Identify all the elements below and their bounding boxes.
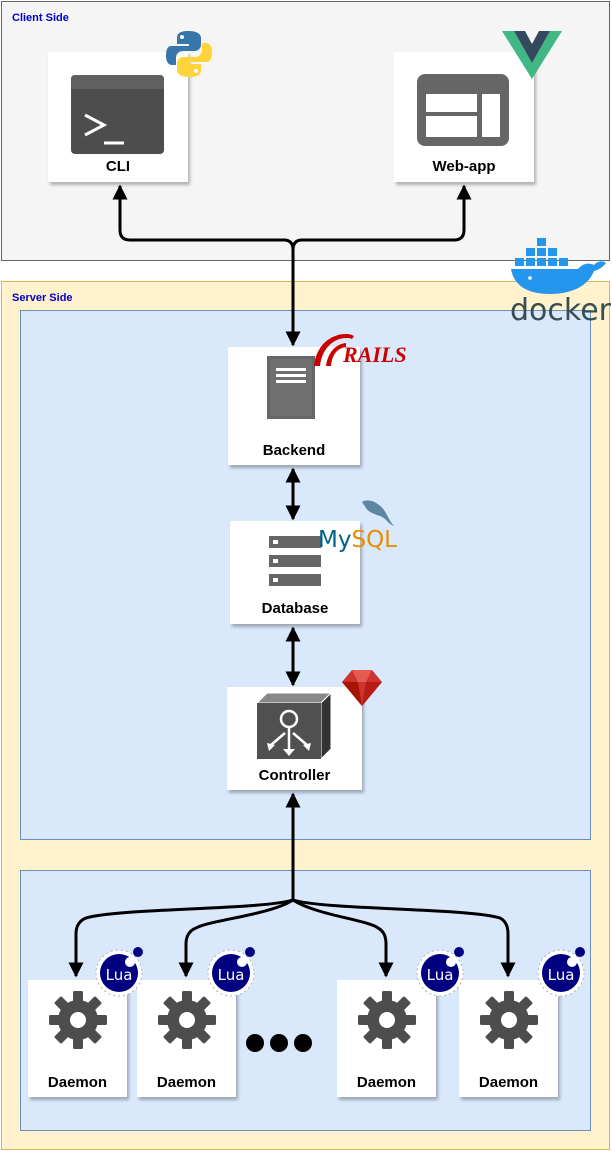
daemon-node-3[interactable]: Daemon bbox=[337, 980, 436, 1097]
lua-wordmark: Lua bbox=[427, 966, 454, 984]
lua-wordmark: Lua bbox=[218, 966, 245, 984]
lua-wordmark: Lua bbox=[548, 966, 575, 984]
daemon-2-connector bbox=[178, 898, 294, 978]
vue-logo bbox=[502, 31, 562, 79]
daemon-label: Daemon bbox=[47, 1074, 108, 1091]
webapp-window-icon bbox=[417, 74, 509, 146]
gear-icon bbox=[49, 991, 107, 1049]
docker-wordmark: docker bbox=[510, 293, 612, 328]
cli-label: CLI bbox=[105, 158, 131, 175]
mysql-wordmark: MySQL bbox=[318, 527, 397, 553]
database-node[interactable]: Database bbox=[230, 521, 360, 624]
lua-logo: Lua bbox=[537, 947, 585, 997]
daemon-3-connector bbox=[292, 898, 394, 978]
gear-icon bbox=[358, 991, 416, 1049]
webapp-node[interactable]: Web-app bbox=[394, 52, 534, 182]
webapp-label: Web-app bbox=[432, 158, 496, 175]
cli-node[interactable]: CLI bbox=[48, 52, 188, 182]
gear-icon bbox=[158, 991, 216, 1049]
gear-hole bbox=[501, 1012, 517, 1028]
cli-connector bbox=[112, 184, 301, 347]
daemon-label: Daemon bbox=[478, 1074, 539, 1091]
terminal-icon bbox=[71, 75, 164, 154]
controller-cube-icon bbox=[255, 691, 333, 761]
rails-wordmark: RAILS bbox=[342, 342, 407, 367]
daemon-4-connector bbox=[292, 898, 516, 978]
ellipsis-dots bbox=[246, 1034, 312, 1052]
daemon-1-connector bbox=[68, 898, 294, 978]
daemon-node-1[interactable]: Daemon bbox=[28, 980, 127, 1097]
lua-logo: Lua bbox=[95, 947, 143, 997]
python-logo bbox=[166, 31, 212, 77]
gear-hole bbox=[179, 1012, 195, 1028]
gear-hole bbox=[70, 1012, 86, 1028]
server-icon bbox=[267, 356, 315, 419]
rails-logo: RAILS bbox=[314, 334, 407, 367]
gear-icon bbox=[480, 991, 538, 1049]
docker-logo: docker bbox=[510, 238, 612, 328]
webapp-connector bbox=[291, 184, 472, 251]
lua-logo: Lua bbox=[416, 947, 464, 997]
controller-label: Controller bbox=[258, 767, 331, 784]
daemon-node-4[interactable]: Daemon bbox=[459, 980, 558, 1097]
mysql-logo: MySQL bbox=[318, 500, 397, 553]
controller-node[interactable]: Controller bbox=[227, 687, 362, 790]
lua-wordmark: Lua bbox=[106, 966, 133, 984]
gear-hole bbox=[379, 1012, 395, 1028]
client-side-label: Client Side bbox=[12, 12, 69, 24]
backend-node[interactable]: Backend bbox=[228, 347, 360, 465]
daemon-label: Daemon bbox=[156, 1074, 217, 1091]
daemon-label: Daemon bbox=[356, 1074, 417, 1091]
lua-logo: Lua bbox=[207, 947, 255, 997]
server-side-label: Server Side bbox=[12, 292, 73, 304]
backend-label: Backend bbox=[262, 442, 326, 459]
database-icon bbox=[269, 536, 321, 586]
daemon-node-2[interactable]: Daemon bbox=[137, 980, 236, 1097]
database-label: Database bbox=[261, 600, 329, 617]
ruby-gem-logo bbox=[342, 670, 382, 706]
